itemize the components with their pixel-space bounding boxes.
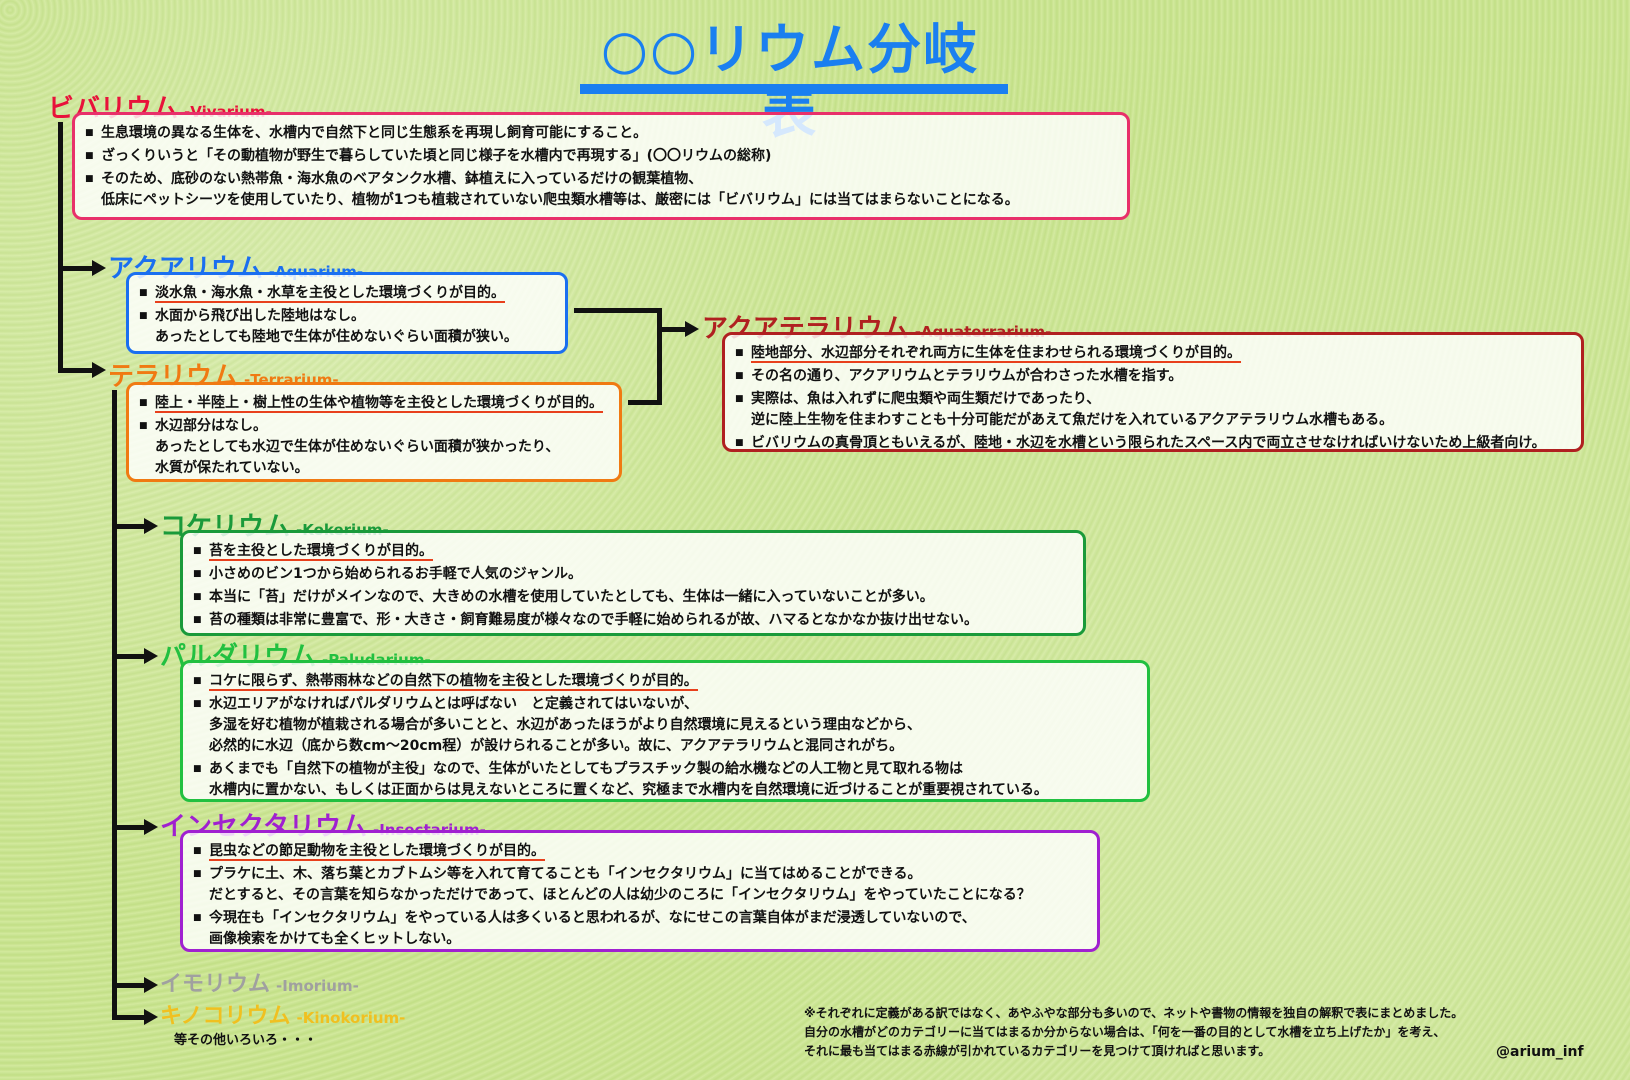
arrow-imorium [144, 977, 158, 993]
arrow-aquaterrarium [685, 321, 699, 337]
branch-line-imorium [112, 983, 146, 988]
aquarium-item-2: 水面から飛び出した陸地はなし。 あったとしても陸地で生体が住めないぐらい面積が狭… [139, 306, 555, 348]
kokerium-item-3: 本当に「苔」だけがメインなので、大きめの水槽を使用していたとしても、生体は一緒に… [193, 587, 1073, 608]
kokerium-item-1: 苔を主役とした環境づくりが目的。 [193, 541, 1073, 562]
insectarium-item-3: 今現在も「インセクタリウム」をやっている人は多くいると思われるが、なにせこの言葉… [193, 908, 1087, 950]
aquaterrarium-box: 陸地部分、水辺部分それぞれ両方に生体を住まわせられる環境づくりが目的。 その名の… [722, 332, 1584, 454]
branch-line-kokerium [112, 524, 146, 529]
insectarium-item-1: 昆虫などの節足動物を主役とした環境づくりが目的。 [193, 841, 1087, 862]
arrow-insectarium [144, 819, 158, 835]
trunk-line-terrarium [112, 390, 117, 1020]
merge-line-out [657, 327, 687, 332]
vivarium-item-3: そのため、底砂のない熱帯魚・海水魚のベアタンク水槽、鉢植えに入っているだけの観葉… [85, 169, 1117, 211]
vivarium-box: 生息環境の異なる生体を、水槽内で自然下と同じ生態系を再現し飼育可能にすること。 … [72, 112, 1130, 220]
merge-line-aquarium [574, 308, 662, 313]
imorium-title: イモリウム -Imorium- [160, 970, 359, 1001]
kinokorium-name: キノコリウム [160, 1004, 291, 1029]
aquaterrarium-item-1: 陸地部分、水辺部分それぞれ両方に生体を住まわせられる環境づくりが目的。 [735, 343, 1571, 364]
aquaterrarium-item-1-text: 陸地部分、水辺部分それぞれ両方に生体を住まわせられる環境づくりが目的。 [751, 345, 1241, 363]
branch-line-aquarium [58, 266, 94, 271]
insectarium-item-2: プラケに土、木、落ち葉とカブトムシ等を入れて育てることも「インセクタリウム」に当… [193, 864, 1087, 906]
aquarium-box: 淡水魚・海水魚・水草を主役とした環境づくりが目的。 水面から飛び出した陸地はなし… [126, 272, 568, 354]
kokerium-item-2: 小さめのビン1つから始められるお手軽で人気のジャンル。 [193, 564, 1073, 585]
merge-line-terrarium [628, 400, 662, 405]
aquaterrarium-item-2: その名の通り、アクアリウムとテラリウムが合わさった水槽を指す。 [735, 366, 1571, 387]
kokerium-box: 苔を主役とした環境づくりが目的。 小さめのビン1つから始められるお手軽で人気のジ… [180, 530, 1086, 636]
arrow-aquarium [92, 260, 106, 276]
branch-line-insectarium [112, 825, 146, 830]
paludarium-item-3: あくまでも「自然下の植物が主役」なので、生体がいたとしてもプラスチック製の給水機… [193, 759, 1137, 801]
kinokorium-title: キノコリウム -Kinokorium- [160, 1002, 405, 1033]
kinokorium-en: -Kinokorium- [296, 1009, 406, 1027]
title-underline [580, 84, 1008, 94]
terrarium-item-1-text: 陸上・半陸上・樹上性の生体や植物等を主役とした環境づくりが目的。 [155, 395, 603, 413]
trunk-line-main [58, 122, 63, 372]
paludarium-box: コケに限らず、熱帯雨林などの自然下の植物を主役とした環境づくりが目的。 水辺エリ… [180, 660, 1150, 802]
insectarium-box: 昆虫などの節足動物を主役とした環境づくりが目的。 プラケに土、木、落ち葉とカブト… [180, 830, 1100, 952]
insectarium-item-1-text: 昆虫などの節足動物を主役とした環境づくりが目的。 [209, 843, 545, 861]
merge-line-vertical [657, 308, 662, 405]
imorium-name: イモリウム [160, 972, 271, 997]
branch-line-paludarium [112, 654, 146, 659]
terrarium-item-1: 陸上・半陸上・樹上性の生体や植物等を主役とした環境づくりが目的。 [139, 393, 609, 414]
paludarium-item-1-text: コケに限らず、熱帯雨林などの自然下の植物を主役とした環境づくりが目的。 [209, 673, 698, 691]
imorium-en: -Imorium- [276, 977, 359, 995]
terrarium-item-2: 水辺部分はなし。 あったとしても水辺で生体が住めないぐらい面積が狭かったり、 水… [139, 416, 609, 479]
aquarium-item-1-text: 淡水魚・海水魚・水草を主役とした環境づくりが目的。 [155, 285, 505, 303]
arrow-kokerium [144, 518, 158, 534]
kokerium-item-1-text: 苔を主役とした環境づくりが目的。 [209, 543, 433, 561]
credit: @arium_inf [1496, 1044, 1584, 1060]
aquarium-item-1: 淡水魚・海水魚・水草を主役とした環境づくりが目的。 [139, 283, 555, 304]
arrow-kinokorium [144, 1009, 158, 1025]
paludarium-item-2: 水辺エリアがなければパルダリウムとは呼ばない と定義されてはいないが、 多湿を好… [193, 694, 1137, 757]
aquaterrarium-item-3: 実際は、魚は入れずに爬虫類や両生類だけであったり、 逆に陸上生物を住まわすことも… [735, 389, 1571, 431]
terrarium-box: 陸上・半陸上・樹上性の生体や植物等を主役とした環境づくりが目的。 水辺部分はなし… [126, 382, 622, 482]
kokerium-item-4: 苔の種類は非常に豊富で、形・大きさ・飼育難易度が様々なので手軽に始められるが故、… [193, 610, 1073, 631]
arrow-terrarium [92, 362, 106, 378]
branch-line-kinokorium [112, 1015, 146, 1020]
aquaterrarium-item-4: ビバリウムの真骨頂ともいえるが、陸地・水辺を水槽という限られたスペース内で両立さ… [735, 433, 1571, 454]
arrow-paludarium [144, 648, 158, 664]
branch-line-terrarium [58, 368, 94, 373]
vivarium-item-1: 生息環境の異なる生体を、水槽内で自然下と同じ生態系を再現し飼育可能にすること。 [85, 123, 1117, 144]
footnote: ※それぞれに定義がある訳ではなく、あやふやな部分も多いので、ネットや書物の情報を… [804, 1006, 1464, 1058]
etc-text: 等その他いろいろ・・・ [174, 1033, 318, 1048]
paludarium-item-1: コケに限らず、熱帯雨林などの自然下の植物を主役とした環境づくりが目的。 [193, 671, 1137, 692]
vivarium-item-2: ざっくりいうと「その動植物が野生で暮らしていた頃と同じ様子を水槽内で再現する」(… [85, 146, 1117, 167]
